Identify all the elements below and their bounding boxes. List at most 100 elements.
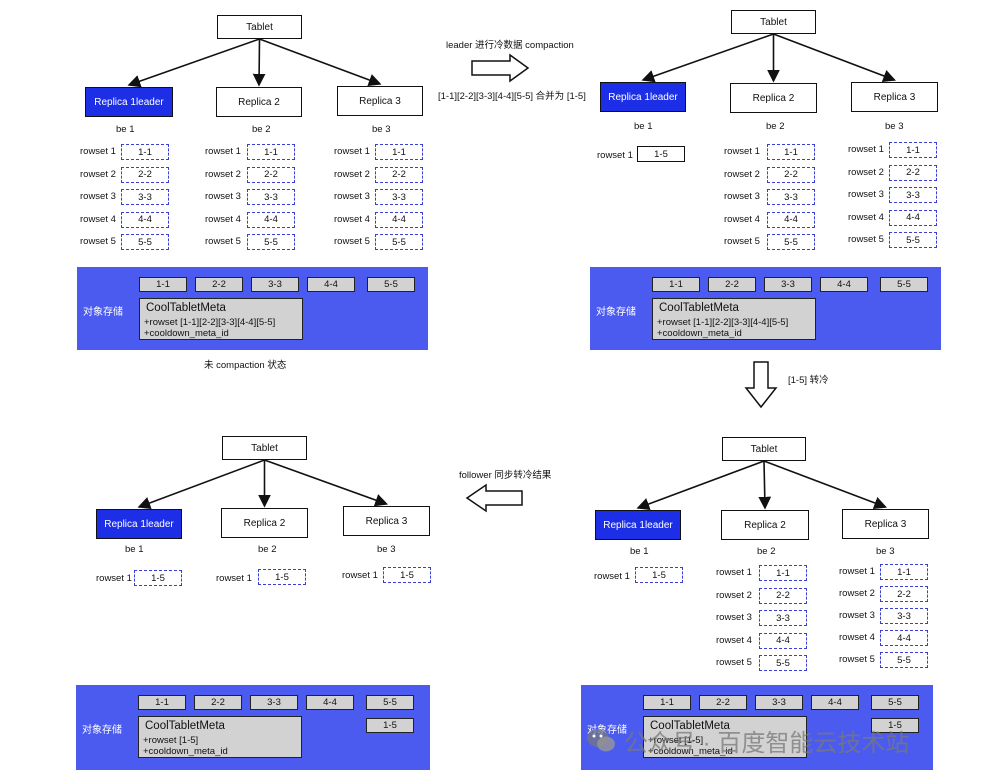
- panel-c-edge-3: [763, 460, 887, 510]
- panel-a-storage-segment: 1-1: [139, 277, 187, 292]
- panel-b-replica-3: Replica 3: [851, 82, 938, 112]
- panel-c-storage-segment-merged: 1-5: [871, 718, 919, 733]
- panel-c-be3-rowset-label: rowset 2: [839, 588, 875, 599]
- panel-a-be3-rowset-label: rowset 3: [334, 191, 370, 202]
- panel-a-caption: 未 compaction 状态: [204, 360, 287, 371]
- panel-d-be3-rowset: 1-5: [383, 567, 431, 583]
- panel-a-be1-rowset-version: 2-2: [121, 166, 169, 183]
- wechat-icon: [587, 729, 615, 752]
- panel-a-be3-rowset-version: 4-4: [375, 211, 423, 228]
- panel-c-be2-rowset-version: 2-2: [759, 587, 807, 604]
- panel-b-be3-rowset-version: 5-5: [889, 232, 937, 248]
- panel-c-edge-2: [758, 460, 772, 510]
- panel-b-be2-rowset-version: 5-5: [767, 234, 815, 250]
- panel-a-edge-2: [252, 38, 266, 87]
- panel-c-be2-rowset-label: rowset 3: [716, 612, 752, 623]
- leader-label: leader: [135, 96, 164, 108]
- meta-rowset-line: +rowset [1-5]: [143, 735, 199, 746]
- follower-sync-step-label: follower 同步转冷结果: [459, 470, 552, 481]
- panel-c-be3-rowset-label: rowset 1: [839, 566, 875, 577]
- panel-a-be2-rowset-label: rowset 3: [205, 191, 241, 202]
- panel-c-be2-rowset-label: rowset 2: [716, 589, 752, 601]
- follower-sync-step-arrow: [465, 483, 523, 513]
- panel-d-storage-segment: 4-4: [306, 695, 354, 710]
- panel-c-tablet-node: Tablet: [722, 437, 806, 461]
- panel-a-be3-rowset-version: 2-2: [375, 166, 423, 183]
- panel-a-edge-1: [127, 38, 260, 88]
- panel-a-be2-rowset-version: 2-2: [247, 166, 295, 183]
- meta-cooldown-line: +cooldown_meta_id: [657, 328, 742, 339]
- panel-b-be3-rowset-version: 3-3: [889, 187, 937, 203]
- panel-a-be3-rowset-version: 1-1: [375, 144, 423, 160]
- panel-d-storage-segment: 3-3: [250, 695, 298, 710]
- panel-c-be-1-label: be 1: [630, 546, 649, 557]
- panel-c-be2-rowset-version: 4-4: [759, 632, 807, 649]
- panel-c-storage-segment: 5-5: [871, 695, 919, 710]
- panel-d-storage-segment-merged: 1-5: [366, 718, 414, 733]
- panel-b-be2-rowset-version: 1-1: [767, 144, 815, 160]
- panel-b-storage-segment: 3-3: [764, 277, 812, 292]
- replica-label: Replica 1: [603, 519, 645, 531]
- replica-label: Replica 1: [94, 96, 136, 108]
- panel-d-storage-segment: 5-5: [366, 695, 414, 710]
- panel-a-be2-rowset-version: 3-3: [247, 189, 295, 205]
- panel-d-be3-rowset-label: rowset 1: [342, 570, 378, 581]
- panel-a-be3-rowset-label: rowset 5: [334, 236, 370, 247]
- panel-b-storage-segment: 1-1: [652, 277, 700, 292]
- panel-c-be1-merged-rowset: 1-5: [635, 567, 683, 583]
- panel-a-be3-rowset-label: rowset 1: [334, 146, 370, 157]
- panel-a-be-2-label: be 2: [252, 124, 271, 135]
- panel-c-storage-segment: 3-3: [755, 695, 803, 710]
- panel-b-be2-rowset-version: 4-4: [767, 211, 815, 228]
- panel-a-object-storage-label: 对象存储: [83, 307, 123, 318]
- panel-d-object-storage-label: 对象存储: [82, 725, 122, 736]
- cooldown-step-arrow: [744, 361, 778, 409]
- panel-b-tablet-node: Tablet: [731, 10, 816, 34]
- panel-a-be1-rowset-label: rowset 2: [80, 168, 116, 180]
- panel-c-be2-rowset-label: rowset 1: [716, 567, 752, 578]
- panel-d-storage-segment: 1-1: [138, 695, 186, 710]
- panel-c-replica-3: Replica 3: [842, 509, 929, 539]
- panel-a-be-3-label: be 3: [372, 124, 391, 135]
- panel-c-be2-rowset-version: 3-3: [759, 610, 807, 626]
- panel-b-be2-rowset-label: rowset 4: [724, 213, 760, 225]
- panel-a-be3-rowset-version: 5-5: [375, 234, 423, 250]
- panel-c-be2-rowset-version: 1-1: [759, 565, 807, 581]
- panel-d-be-3-label: be 3: [377, 544, 396, 555]
- panel-b-be3-rowset-label: rowset 2: [848, 166, 884, 178]
- panel-c-cool-tablet-meta: CoolTabletMeta+rowset [1-5]+cooldown_met…: [643, 716, 807, 758]
- panel-d-replica-2: Replica 2: [221, 508, 308, 538]
- cooldown-step-label: [1-5] 转冷: [788, 375, 829, 386]
- panel-a-be1-rowset-version: 5-5: [121, 234, 169, 250]
- replica-label: Replica 1: [608, 91, 650, 103]
- panel-c-edge-1: [636, 460, 765, 511]
- panel-b-edge-3: [773, 33, 896, 83]
- panel-d-be-1-label: be 1: [125, 544, 144, 555]
- panel-a-be2-rowset-label: rowset 1: [205, 146, 241, 157]
- panel-a-be1-rowset-label: rowset 4: [80, 213, 116, 225]
- panel-b-be2-rowset-label: rowset 1: [724, 146, 760, 157]
- panel-d-storage-segment: 2-2: [194, 695, 242, 710]
- panel-b-be-3-label: be 3: [885, 121, 904, 132]
- panel-a-be1-rowset-version: 3-3: [121, 189, 169, 205]
- panel-b-cool-tablet-meta: CoolTabletMeta+rowset [1-1][2-2][3-3][4-…: [652, 298, 816, 340]
- panel-c-replica-2: Replica 2: [721, 510, 809, 540]
- leader-label: leader: [145, 518, 174, 530]
- panel-c-be-2-label: be 2: [757, 546, 776, 557]
- replica-label: Replica 1: [104, 518, 146, 530]
- panel-a-replica-2: Replica 2: [216, 87, 302, 117]
- panel-b-be1-merged-rowset: 1-5: [637, 146, 685, 162]
- panel-d-be2-rowset-label: rowset 1: [216, 573, 252, 584]
- panel-c-be3-rowset-label: rowset 4: [839, 632, 875, 643]
- meta-rowset-line: +rowset [1-1][2-2][3-3][4-4][5-5]: [657, 317, 789, 328]
- panel-b-be3-rowset-label: rowset 5: [848, 234, 884, 245]
- panel-a-be2-rowset-label: rowset 4: [205, 213, 241, 225]
- panel-b-be2-rowset-label: rowset 5: [724, 236, 760, 247]
- panel-c-be2-rowset-label: rowset 4: [716, 634, 752, 646]
- meta-title: CoolTabletMeta: [650, 720, 730, 732]
